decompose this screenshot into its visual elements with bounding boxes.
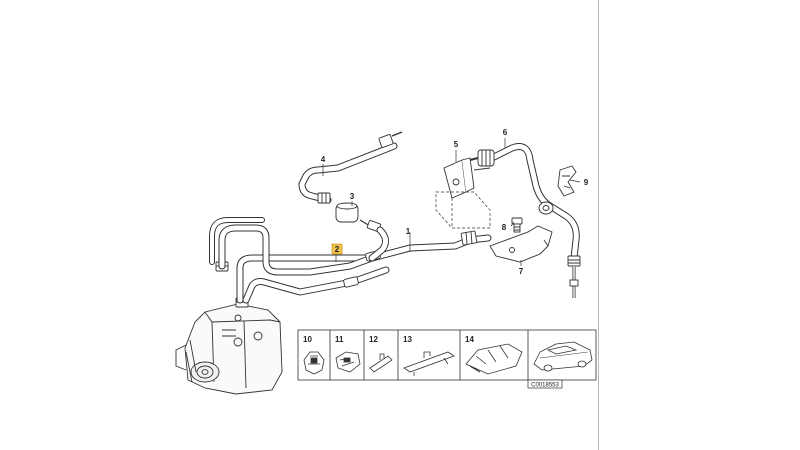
small-part-14 xyxy=(465,343,523,375)
bracket-7 xyxy=(489,225,553,263)
callout-8: 8 xyxy=(502,223,507,232)
callout-4: 4 xyxy=(321,155,326,164)
brake-line-2 xyxy=(209,217,390,304)
callout-5: 5 xyxy=(454,140,459,149)
small-part-11 xyxy=(335,351,361,373)
small-part-13-label: 13 xyxy=(403,335,412,344)
part-code-box: C0018553 xyxy=(527,379,563,389)
small-part-14-label: 14 xyxy=(465,335,474,344)
small-part-12 xyxy=(369,353,393,373)
callout-2: 2 xyxy=(335,245,340,254)
vehicle-locator-icon xyxy=(533,341,593,372)
callouts: 1 2 3 4 5 6 7 8 9 xyxy=(321,128,589,276)
brake-line-4 xyxy=(298,142,398,204)
line-3-bend xyxy=(368,226,389,262)
clip-9 xyxy=(557,165,577,197)
small-parts-strip: 10 11 12 13 14 xyxy=(297,329,597,381)
part-code: C0018553 xyxy=(531,383,559,389)
callout-7: 7 xyxy=(519,267,524,276)
callout-6: 6 xyxy=(503,128,508,137)
connector-3 xyxy=(335,202,382,232)
small-part-11-label: 11 xyxy=(335,335,344,344)
callout-3: 3 xyxy=(350,192,355,201)
bolt-8 xyxy=(511,217,523,233)
brake-line-1 xyxy=(236,234,492,304)
brake-hose-6 xyxy=(488,143,580,262)
callout-9: 9 xyxy=(584,178,589,187)
small-part-10 xyxy=(303,351,325,375)
callout-1: 1 xyxy=(406,227,411,236)
small-part-10-label: 10 xyxy=(303,335,312,344)
page-divider xyxy=(598,0,599,450)
fitting-line-1-end xyxy=(460,230,478,246)
fittings-upper xyxy=(317,131,403,204)
bracket-5-dashed-outline xyxy=(435,191,491,229)
abs-hydraulic-unit xyxy=(175,303,283,395)
small-part-13 xyxy=(403,351,455,376)
hose-6-fittings xyxy=(469,149,581,298)
small-part-12-label: 12 xyxy=(369,335,378,344)
bracket-5 xyxy=(443,157,491,199)
highlight-box xyxy=(331,243,343,255)
